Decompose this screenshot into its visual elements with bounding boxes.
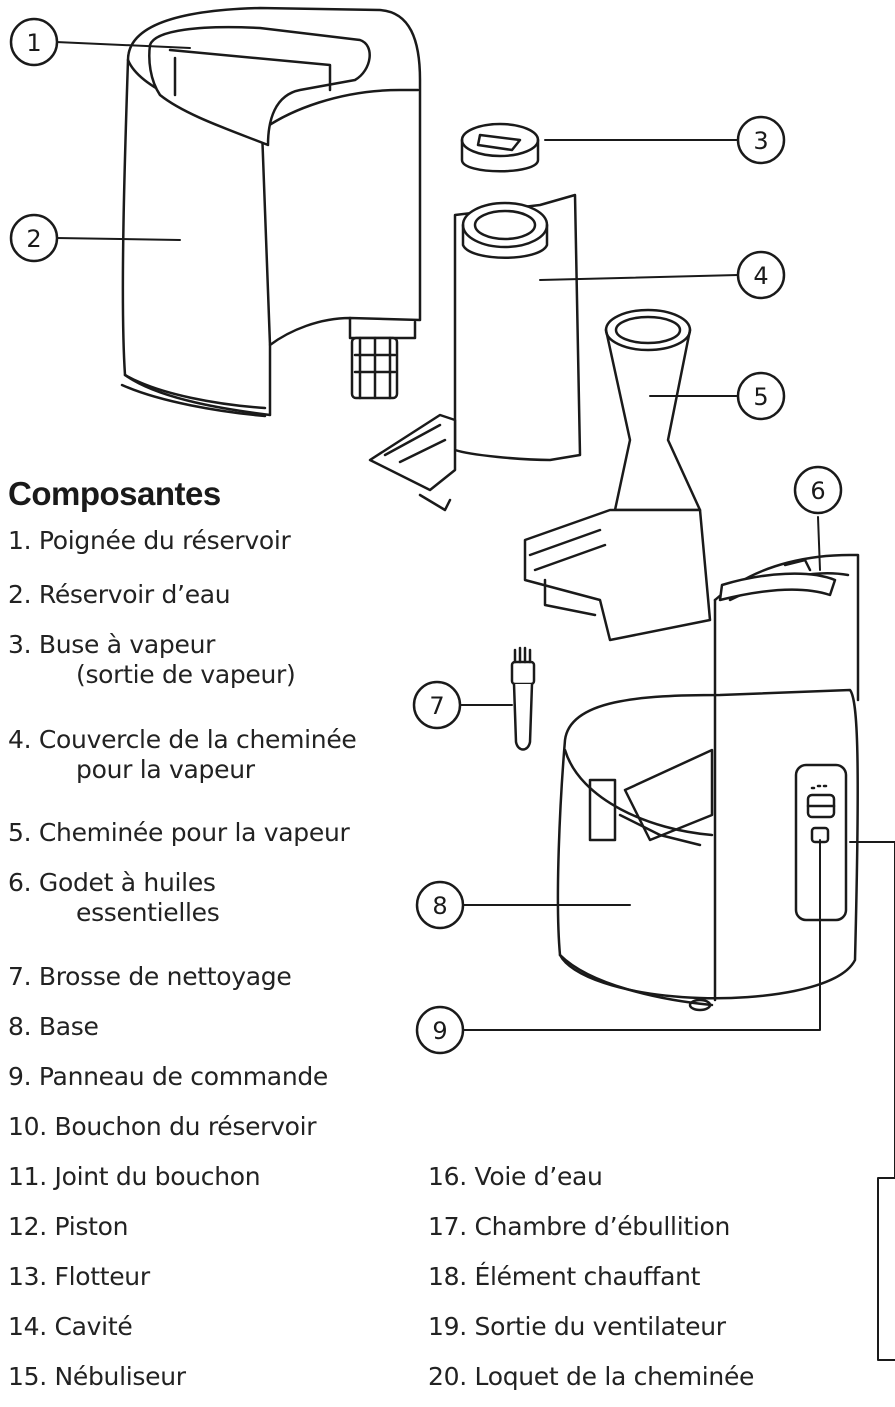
component-label: 1. Poignée du réservoir (8, 526, 291, 555)
component-sublabel: essentielles (76, 898, 220, 927)
component-item: 2. Réservoir d’eau (8, 580, 231, 610)
component-item: 12. Piston (8, 1212, 128, 1242)
callout-circle-3 (736, 115, 786, 165)
cropped-box (877, 1177, 895, 1361)
component-item: 3. Buse à vapeur(sortie de vapeur) (8, 630, 296, 690)
component-item: 16. Voie d’eau (428, 1162, 603, 1192)
callout-circle-9 (415, 1005, 465, 1055)
component-label: 17. Chambre d’ébullition (428, 1212, 731, 1241)
oil-cup-drawing (718, 558, 837, 602)
leader-lines (55, 41, 895, 1179)
callout-circle-6 (793, 465, 843, 515)
callout-label-5: 5 (753, 383, 768, 411)
callout-circle-8 (415, 880, 465, 930)
callout-circle-2 (9, 213, 59, 263)
steam-chimney-drawing (523, 308, 712, 642)
component-label: 14. Cavité (8, 1312, 133, 1341)
component-label: 9. Panneau de commande (8, 1062, 329, 1091)
component-sublabel: pour la vapeur (76, 755, 255, 784)
component-label: 16. Voie d’eau (428, 1162, 603, 1191)
callout-label-7: 7 (429, 692, 444, 720)
callout-label-3: 3 (753, 127, 768, 155)
chimney-cover-drawing (368, 193, 582, 512)
component-item: 17. Chambre d’ébullition (428, 1212, 730, 1242)
component-item: 18. Élément chauffant (428, 1262, 700, 1292)
component-label: 3. Buse à vapeur (8, 630, 216, 659)
component-label: 20. Loquet de la cheminée (428, 1362, 755, 1391)
callout-circle-7 (412, 680, 462, 730)
component-label: 7. Brosse de nettoyage (8, 962, 292, 991)
section-title: Composantes (8, 475, 221, 512)
component-item: 7. Brosse de nettoyage (8, 962, 292, 992)
component-item: 15. Nébuliseur (8, 1362, 186, 1392)
tank-handle-drawing (148, 25, 371, 147)
component-label: 4. Couvercle de la cheminée (8, 725, 357, 754)
component-item: 14. Cavité (8, 1312, 133, 1342)
component-item: 11. Joint du bouchon (8, 1162, 261, 1192)
callout-circle-1 (9, 17, 59, 67)
component-label: 6. Godet à huiles (8, 868, 216, 897)
component-item: 20. Loquet de la cheminée (428, 1362, 754, 1392)
component-label: 5. Cheminée pour la vapeur (8, 818, 350, 847)
component-item: 19. Sortie du ventilateur (428, 1312, 726, 1342)
component-label: 13. Flotteur (8, 1262, 150, 1291)
component-label: 15. Nébuliseur (8, 1362, 186, 1391)
callout-circle-5 (736, 371, 786, 421)
callout-label-6: 6 (810, 477, 825, 505)
cleaning-brush-drawing (510, 646, 536, 751)
component-label: 12. Piston (8, 1212, 129, 1241)
component-label: 18. Élément chauffant (428, 1262, 701, 1291)
steam-nozzle-drawing (460, 122, 540, 173)
component-label: 2. Réservoir d’eau (8, 580, 231, 609)
component-item: 13. Flotteur (8, 1262, 150, 1292)
component-label: 10. Bouchon du réservoir (8, 1112, 317, 1141)
component-item: 10. Bouchon du réservoir (8, 1112, 317, 1142)
callout-label-2: 2 (26, 225, 41, 253)
callout-label-8: 8 (432, 892, 447, 920)
component-item: 1. Poignée du réservoir (8, 526, 291, 556)
component-label: 8. Base (8, 1012, 99, 1041)
component-label: 19. Sortie du ventilateur (428, 1312, 726, 1341)
component-item: 8. Base (8, 1012, 99, 1042)
component-sublabel: (sortie de vapeur) (76, 660, 296, 689)
component-item: 9. Panneau de commande (8, 1062, 328, 1092)
tank-valve-drawing (348, 316, 417, 400)
callout-label-1: 1 (26, 29, 41, 57)
base-drawing (556, 553, 860, 1012)
callout-label-9: 9 (432, 1017, 447, 1045)
component-item: 5. Cheminée pour la vapeur (8, 818, 350, 848)
callout-label-4: 4 (753, 262, 768, 290)
callout-circle-4 (736, 250, 786, 300)
component-label: 11. Joint du bouchon (8, 1162, 261, 1191)
